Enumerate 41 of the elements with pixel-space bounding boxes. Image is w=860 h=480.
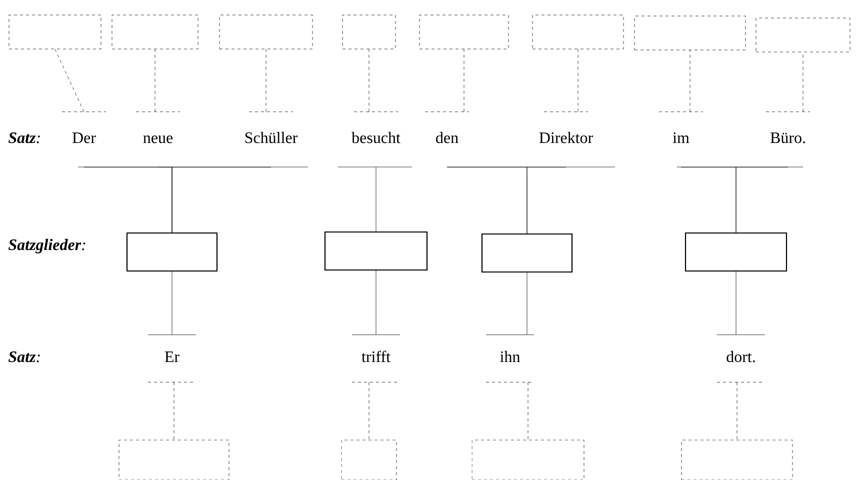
empty-box — [472, 440, 584, 480]
connector — [154, 49, 156, 112]
empty-box — [681, 440, 793, 480]
phrase-box — [126, 232, 218, 272]
word: Direktor — [539, 132, 593, 144]
phrase-box — [684, 232, 788, 272]
word: Der — [72, 132, 96, 144]
row-label: Satz: — [8, 351, 40, 362]
connector — [172, 167, 272, 233]
connector — [368, 49, 370, 112]
phrase-box — [481, 233, 573, 273]
word: Schüller — [245, 132, 298, 144]
row-label: Satz: — [8, 132, 40, 144]
word: neue — [143, 135, 173, 144]
empty-box — [342, 14, 396, 50]
word: im — [672, 132, 690, 143]
word: den — [436, 132, 458, 144]
empty-box — [532, 14, 624, 50]
empty-box — [112, 14, 198, 50]
phrase-box — [324, 231, 428, 271]
word: dort. — [726, 350, 755, 362]
word: besucht — [352, 132, 400, 144]
word: ihn — [500, 350, 520, 362]
connector — [526, 167, 566, 234]
empty-box — [8, 14, 102, 50]
empty-box — [219, 14, 313, 50]
connector — [54, 49, 84, 112]
empty-box — [419, 14, 509, 50]
row-label: Satzglieder: — [8, 238, 86, 254]
word: Er — [164, 352, 180, 362]
empty-box — [341, 440, 397, 480]
empty-box — [634, 16, 746, 50]
word: Büro. — [770, 132, 805, 144]
connector — [368, 382, 370, 440]
empty-box — [756, 18, 850, 52]
connector — [736, 382, 738, 440]
word: trifft — [362, 350, 390, 362]
connector — [802, 52, 804, 112]
connector — [526, 272, 528, 335]
empty-box — [118, 440, 230, 480]
connector — [736, 167, 788, 233]
